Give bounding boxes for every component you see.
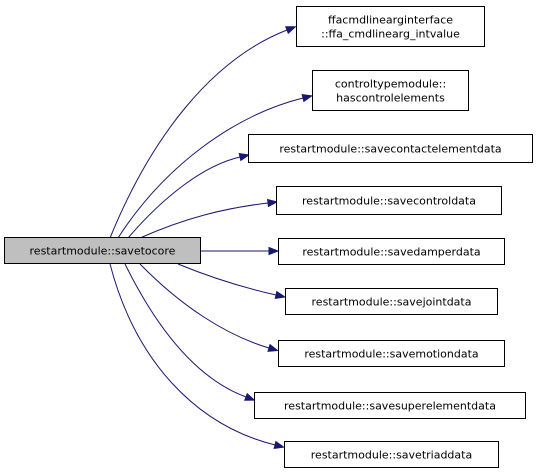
edge-to-controltypemodule-hascontrolelements bbox=[117, 94, 314, 239]
edge-line bbox=[109, 29, 288, 239]
edge-to-ffacmdlinearginterface-ffa-cmdlinearg-intvalue bbox=[109, 26, 297, 239]
edge-to-restartmodule-savetriaddata bbox=[109, 263, 286, 449]
callee-node-restartmodule-savecontactelementdata[interactable]: restartmodule::savecontactelementdata bbox=[248, 134, 533, 163]
edge-to-restartmodule-savemotiondata bbox=[139, 263, 279, 352]
edge-line bbox=[124, 263, 247, 398]
callee-node-restartmodule-savemotiondata[interactable]: restartmodule::savemotiondata bbox=[278, 340, 505, 367]
edge-to-restartmodule-savecontroldata bbox=[139, 198, 279, 239]
callee-node-label: restartmodule::savemotiondata bbox=[304, 348, 478, 361]
edge-line bbox=[127, 156, 241, 239]
callee-node-label: restartmodule::savejointdata bbox=[312, 296, 472, 309]
callee-node-label: restartmodule::savetriaddata bbox=[311, 449, 472, 462]
edge-to-restartmodule-savejointdata bbox=[177, 263, 287, 300]
callee-node-restartmodule-savecontroldata[interactable]: restartmodule::savecontroldata bbox=[276, 186, 502, 215]
callee-node-label: restartmodule::savecontactelementdata bbox=[279, 143, 501, 156]
arrowhead-icon bbox=[301, 94, 314, 103]
callee-nodes: ffacmdlinearginterface::ffa_cmdlinearg_i… bbox=[248, 6, 533, 468]
callee-node-restartmodule-savetriaddata[interactable]: restartmodule::savetriaddata bbox=[284, 441, 499, 468]
arrowhead-icon bbox=[238, 152, 251, 162]
callee-node-label: restartmodule::savesuperelementdata bbox=[284, 400, 496, 413]
edge-line bbox=[109, 263, 276, 446]
source-node[interactable]: restartmodule::savetocore bbox=[4, 237, 201, 264]
source-node-label: restartmodule::savetocore bbox=[30, 245, 176, 258]
edge-to-restartmodule-savedamperdata bbox=[200, 246, 280, 256]
callee-node-label: restartmodule::savedamperdata bbox=[302, 246, 480, 259]
arrowhead-icon bbox=[284, 26, 297, 35]
arrowhead-icon bbox=[273, 440, 286, 449]
callee-node-label: restartmodule::savecontroldata bbox=[302, 195, 476, 208]
edge-line bbox=[117, 97, 304, 239]
callee-node-label: ffacmdlinearginterface bbox=[328, 14, 453, 27]
arrowhead-icon bbox=[244, 392, 256, 401]
callee-node-ffacmdlinearginterface-ffa-cmdlinearg-intvalue[interactable]: ffacmdlinearginterface::ffa_cmdlinearg_i… bbox=[296, 6, 485, 47]
edge-to-restartmodule-savecontactelementdata bbox=[127, 152, 251, 239]
edge-line bbox=[139, 263, 270, 349]
callee-node-controltypemodule-hascontrolelements[interactable]: controltypemodule::hascontrolelements bbox=[312, 70, 469, 111]
callee-node-restartmodule-savesuperelementdata[interactable]: restartmodule::savesuperelementdata bbox=[254, 392, 526, 419]
edge-to-restartmodule-savesuperelementdata bbox=[124, 263, 256, 401]
edge-line bbox=[177, 263, 277, 296]
callee-node-restartmodule-savejointdata[interactable]: restartmodule::savejointdata bbox=[285, 288, 498, 315]
edges bbox=[109, 26, 314, 449]
arrowhead-icon bbox=[267, 198, 279, 208]
edge-line bbox=[139, 202, 269, 239]
callee-node-label: hascontrolelements bbox=[336, 92, 445, 105]
callee-node-restartmodule-savedamperdata[interactable]: restartmodule::savedamperdata bbox=[278, 238, 505, 265]
callee-node-label: ::ffa_cmdlinearg_intvalue bbox=[321, 28, 460, 41]
arrowhead-icon bbox=[274, 290, 287, 300]
arrowhead-icon bbox=[268, 246, 280, 256]
arrowhead-icon bbox=[267, 343, 279, 352]
callee-node-label: controltypemodule:: bbox=[335, 78, 446, 91]
